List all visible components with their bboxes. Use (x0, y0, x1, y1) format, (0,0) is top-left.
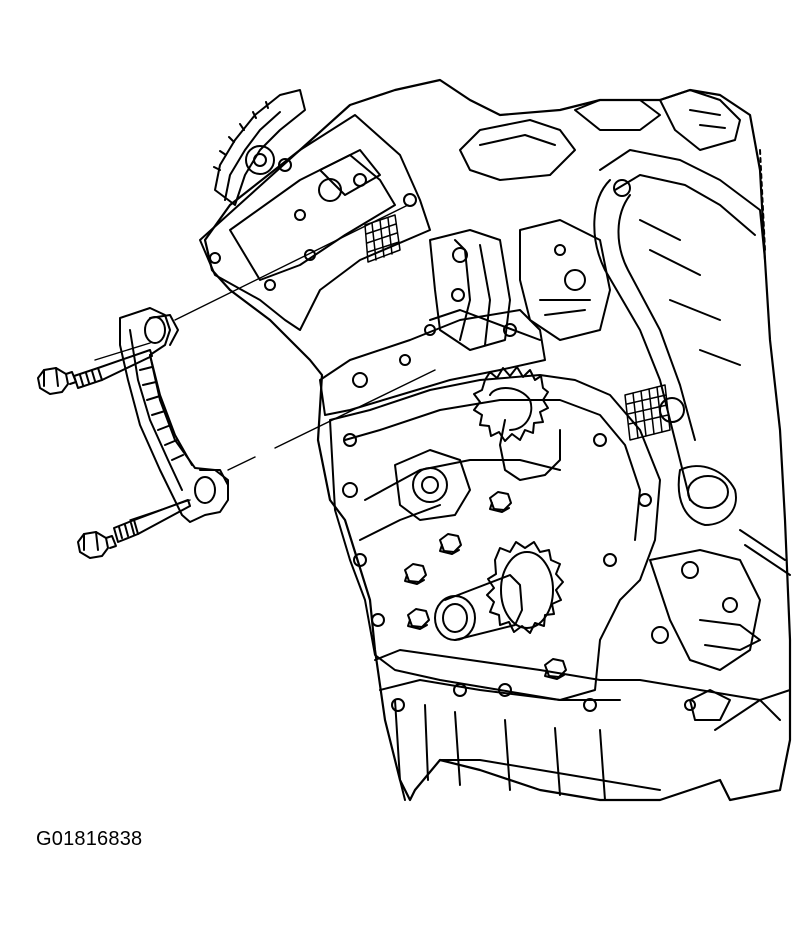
cover-bolt-icon (405, 492, 566, 679)
bolt-icon (38, 350, 152, 394)
figure-id-label: G01816838 (36, 828, 143, 850)
engine-block-icon (200, 80, 790, 800)
timing-chain-guide-icon (120, 308, 228, 522)
bolt-icon (78, 500, 190, 558)
sprocket-icon (474, 367, 560, 480)
sprocket-icon (487, 542, 563, 633)
